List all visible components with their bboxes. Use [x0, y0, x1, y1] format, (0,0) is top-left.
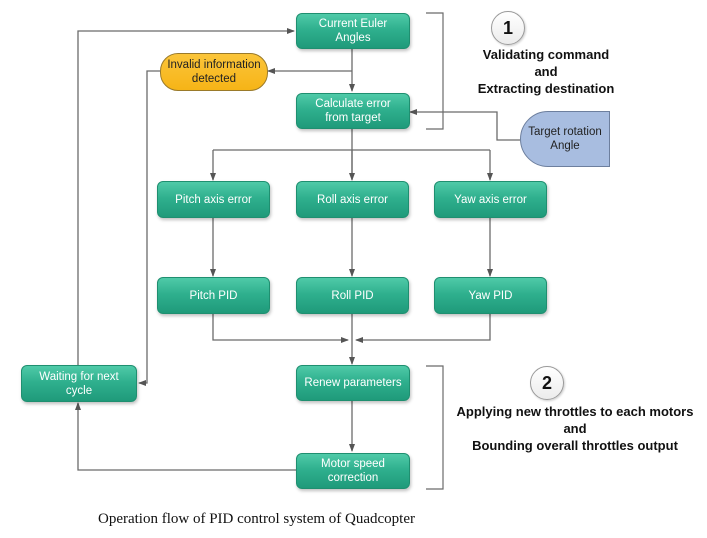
stage-1-line-2: and — [534, 64, 558, 79]
node-target-rotation-angle[interactable]: Target rotation Angle — [520, 111, 610, 167]
node-label: Calculate error from target — [315, 98, 391, 124]
node-label: Yaw PID — [468, 289, 513, 302]
stage-1-line-3: Extracting destination — [477, 81, 615, 96]
node-pitch-pid[interactable]: Pitch PID — [157, 277, 270, 314]
node-label: Current Euler Angles — [318, 18, 388, 44]
node-roll-pid[interactable]: Roll PID — [296, 277, 409, 314]
edge-waiting-to-euler — [77, 28, 295, 368]
stage-1-number: 1 — [502, 17, 513, 38]
node-motor-speed-correction[interactable]: Motor speed correction — [296, 453, 410, 489]
figure-caption: Operation flow of PID control system of … — [98, 511, 416, 527]
edge-invalid-to-waiting — [138, 70, 160, 386]
node-calculate-error[interactable]: Calculate error from target — [296, 93, 410, 129]
node-label: Renew parameters — [304, 377, 402, 389]
node-waiting-next-cycle[interactable]: Waiting for next cycle — [21, 365, 137, 402]
node-yaw-axis-error[interactable]: Yaw axis error — [434, 181, 547, 218]
node-invalid-information[interactable]: Invalid information detected — [160, 53, 268, 91]
node-label: Invalid information detected — [167, 59, 261, 85]
node-label: Yaw axis error — [454, 193, 527, 206]
node-label: Target rotation Angle — [528, 126, 602, 152]
stage-2-bracket — [426, 365, 444, 490]
node-label: Waiting for next cycle — [39, 370, 119, 397]
node-current-euler-angles[interactable]: Current Euler Angles — [296, 13, 410, 49]
node-label: Pitch axis error — [175, 193, 252, 206]
node-roll-axis-error[interactable]: Roll axis error — [296, 181, 409, 218]
stage-1-bracket — [426, 12, 444, 130]
stage-2-description: Applying new throttles to each motors an… — [440, 403, 707, 454]
stage-2-line-2: and — [563, 421, 587, 436]
stage-1-description: Validating command and Extracting destin… — [436, 46, 656, 97]
edge-pitch-pid-merge — [212, 314, 349, 343]
node-yaw-pid[interactable]: Yaw PID — [434, 277, 547, 314]
stage-2-line-3: Bounding overall throttles output — [472, 438, 678, 453]
node-pitch-axis-error[interactable]: Pitch axis error — [157, 181, 270, 218]
edge-yaw-pid-merge — [355, 314, 491, 343]
stage-2-number: 2 — [541, 372, 552, 393]
node-label: Roll axis error — [317, 193, 388, 206]
node-label: Pitch PID — [189, 289, 238, 302]
stage-2-badge: 2 — [530, 366, 564, 400]
stage-2-line-1: Applying new throttles to each motors — [456, 404, 694, 419]
node-renew-parameters[interactable]: Renew parameters — [296, 365, 410, 401]
node-label: Roll PID — [331, 289, 374, 302]
stage-1-line-1: Validating command — [482, 47, 610, 62]
edge-motor-to-waiting — [75, 402, 296, 471]
stage-1-badge: 1 — [491, 11, 525, 45]
edge-target-to-calc — [409, 109, 520, 141]
node-label: Motor speed correction — [321, 458, 385, 484]
